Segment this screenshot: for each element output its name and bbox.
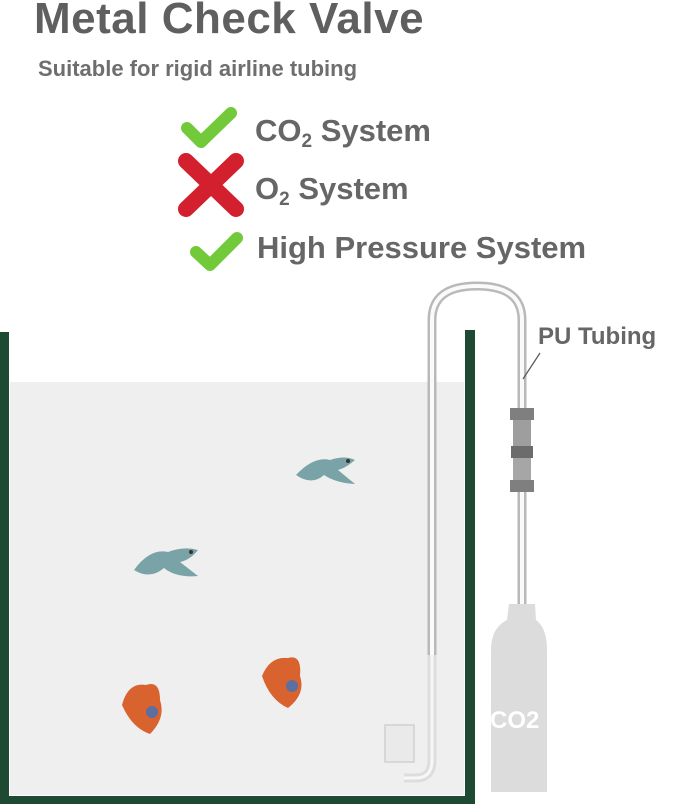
feature-label-suffix: System xyxy=(312,113,431,148)
fish-icon xyxy=(296,457,355,484)
feature-high-pressure-system: High Pressure System xyxy=(257,230,586,266)
feature-co2-system: CO2 System xyxy=(255,113,431,152)
fish-icon xyxy=(262,657,302,708)
feature-label: CO xyxy=(255,113,302,148)
cross-icon xyxy=(178,153,244,217)
glass-diffuser xyxy=(384,655,437,783)
feature-label-suffix: System xyxy=(289,171,409,206)
page-subtitle: Suitable for rigid airline tubing xyxy=(38,56,358,81)
fish-icon xyxy=(122,684,162,734)
cylinder-label: CO2 xyxy=(490,707,540,734)
feature-label: O xyxy=(255,171,280,206)
tubing-label: PU Tubing xyxy=(538,323,657,350)
fish-icon xyxy=(134,548,198,577)
pu-tubing xyxy=(427,281,527,665)
check-valve xyxy=(510,408,534,492)
feature-label: High Pressure System xyxy=(257,230,587,265)
page-title: Metal Check Valve xyxy=(34,0,425,43)
feature-o2-system: O2 System xyxy=(255,171,409,210)
co2-cylinder xyxy=(491,604,547,792)
check-icon xyxy=(190,232,243,271)
feature-subscript: 2 xyxy=(301,131,313,152)
check-icon xyxy=(181,107,237,148)
tubing-label-leader xyxy=(522,352,541,380)
feature-subscript: 2 xyxy=(279,189,290,210)
